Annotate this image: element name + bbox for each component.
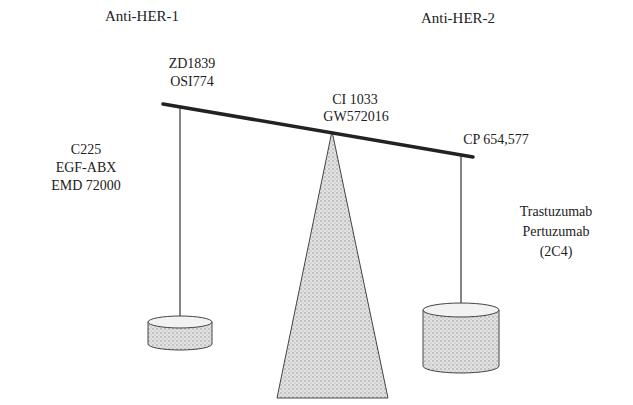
drug-label: Trastuzumab [520, 204, 593, 220]
drug-label: CP 654,577 [463, 132, 529, 148]
drug-label: CI 1033 [332, 92, 378, 108]
beam [163, 104, 473, 157]
drug-label: C225 [71, 142, 101, 158]
drug-label: Pertuzumab [523, 224, 590, 240]
string [460, 155, 461, 304]
drug-label: GW572016 [323, 109, 388, 125]
drug-label: OSI774 [170, 74, 214, 90]
drug-label: (2C4) [540, 244, 573, 260]
weight-small [148, 316, 212, 350]
weight-large [423, 303, 499, 373]
string [179, 108, 180, 317]
drug-label: ZD1839 [169, 56, 216, 72]
group-heading: Anti-HER-2 [421, 10, 495, 26]
group-heading: Anti-HER-1 [105, 8, 179, 24]
fulcrum [277, 131, 388, 398]
drug-label: EGF-ABX [56, 160, 117, 176]
drug-label: EMD 72000 [51, 178, 121, 194]
